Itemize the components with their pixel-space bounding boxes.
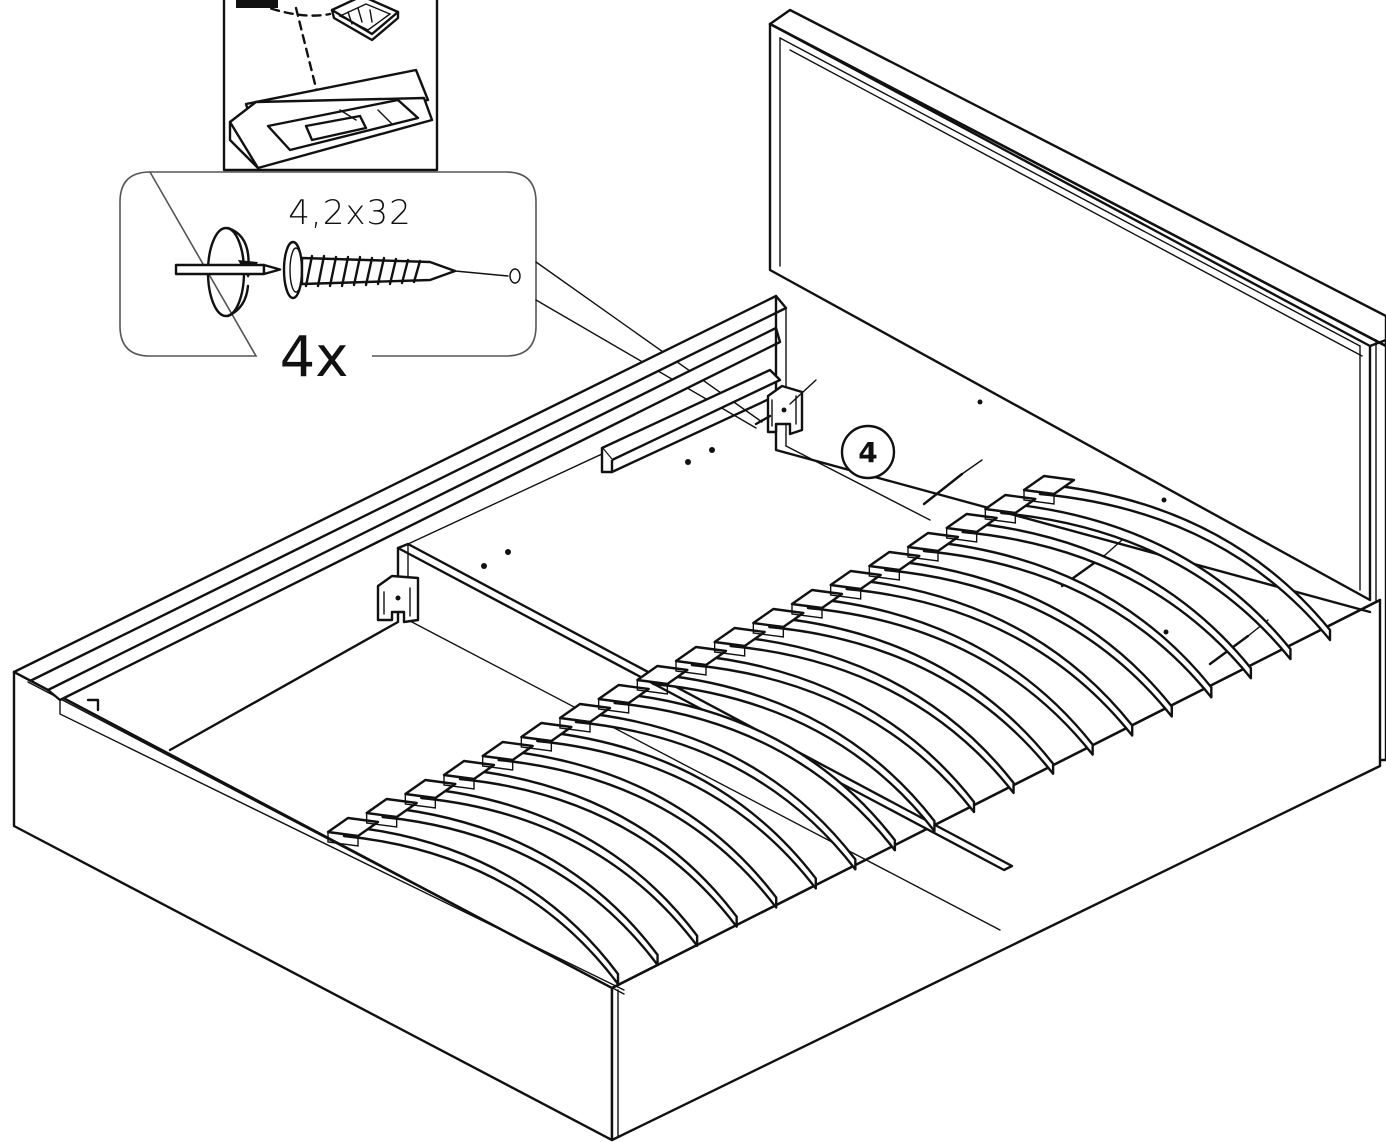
slat-band xyxy=(729,634,1015,795)
slat-band xyxy=(922,539,1213,699)
slat-holder xyxy=(442,759,496,781)
slat xyxy=(442,759,738,928)
slat-holder xyxy=(829,569,882,591)
slat-band xyxy=(961,520,1253,680)
slat-holder-side xyxy=(829,584,862,600)
slat-band xyxy=(613,691,897,852)
slat-band xyxy=(420,786,699,947)
slat xyxy=(752,607,1055,775)
slat-holder xyxy=(481,740,534,762)
slat-holder xyxy=(713,626,766,648)
slat xyxy=(636,664,936,833)
slat-holder xyxy=(636,664,689,686)
slat xyxy=(520,721,817,890)
slat-holder-side xyxy=(984,508,1017,524)
screwdriver-rotate-icon xyxy=(174,226,282,318)
slat-band xyxy=(884,558,1173,718)
slat-holder-side xyxy=(559,717,591,733)
slat-band xyxy=(458,767,738,928)
slat-holder xyxy=(365,797,418,819)
bed-frame xyxy=(12,294,1382,1142)
slat-holder xyxy=(945,512,998,534)
slat-holder xyxy=(906,531,960,553)
slat-holder-side xyxy=(404,793,437,809)
slat-band xyxy=(497,748,778,909)
slat-holder xyxy=(674,645,728,667)
slat-holder xyxy=(326,816,380,838)
bracket-icon xyxy=(376,379,817,624)
slat-holder-side xyxy=(907,546,939,562)
slat-holder-side xyxy=(791,603,823,619)
slat-holder xyxy=(868,550,921,572)
screw-icon xyxy=(282,240,521,300)
slat-holder-side xyxy=(597,698,630,714)
slat-holder xyxy=(984,493,1037,515)
slat-band xyxy=(806,596,1094,756)
slat-band xyxy=(536,729,817,890)
slat-holder-side xyxy=(713,641,746,657)
slat xyxy=(674,645,976,814)
slat xyxy=(945,512,1253,680)
slat xyxy=(365,797,659,967)
screw-quantity-label: 4x xyxy=(280,325,349,390)
slat-holder-side xyxy=(520,736,553,752)
slat xyxy=(984,493,1292,661)
slat-holder-side xyxy=(636,679,669,695)
slat-holder-side xyxy=(1023,489,1055,505)
slat-band xyxy=(381,805,659,967)
packaging-panel xyxy=(222,0,439,172)
slat-holder-side xyxy=(752,622,785,638)
slat-holder xyxy=(520,721,573,743)
slat-holder-side xyxy=(365,812,398,828)
slat-holder xyxy=(790,588,844,610)
screw-callout: 4,2x32 4x xyxy=(119,171,763,429)
slat xyxy=(868,550,1173,718)
slat-band xyxy=(342,824,620,986)
bed-slats xyxy=(326,474,1332,986)
slat-holder-side xyxy=(675,660,707,676)
slat xyxy=(481,740,778,909)
slat-band xyxy=(574,710,857,871)
slat-band xyxy=(1038,482,1332,642)
slat-holder-side xyxy=(327,831,359,847)
slat-band xyxy=(690,653,976,814)
slat-holder xyxy=(558,702,612,724)
slat-band xyxy=(652,672,936,833)
packaging-box-icon xyxy=(228,68,434,170)
slat-band xyxy=(768,615,1055,775)
slat xyxy=(713,626,1015,795)
booklet-icon xyxy=(330,0,400,42)
slat xyxy=(1022,474,1332,642)
slat-holder xyxy=(752,607,805,629)
headboard xyxy=(768,8,1386,762)
slat-band xyxy=(1000,501,1292,661)
slat-holder xyxy=(404,778,457,800)
slat-holder xyxy=(597,683,650,705)
slat xyxy=(558,702,857,871)
slat xyxy=(906,531,1213,699)
slat-holder-side xyxy=(945,527,978,543)
slat xyxy=(597,683,897,852)
slat-holder-side xyxy=(443,774,475,790)
step-badge: 4 xyxy=(840,424,896,480)
step-number: 4 xyxy=(858,436,877,469)
slat-band xyxy=(845,577,1134,737)
slat-holder xyxy=(1022,474,1076,496)
slat xyxy=(404,778,699,947)
slat xyxy=(829,569,1134,737)
screw-size-label: 4,2x32 xyxy=(288,193,411,233)
slat-holder-side xyxy=(481,755,514,771)
slat xyxy=(326,816,620,986)
slat xyxy=(790,588,1094,756)
slat-holder-side xyxy=(868,565,901,581)
